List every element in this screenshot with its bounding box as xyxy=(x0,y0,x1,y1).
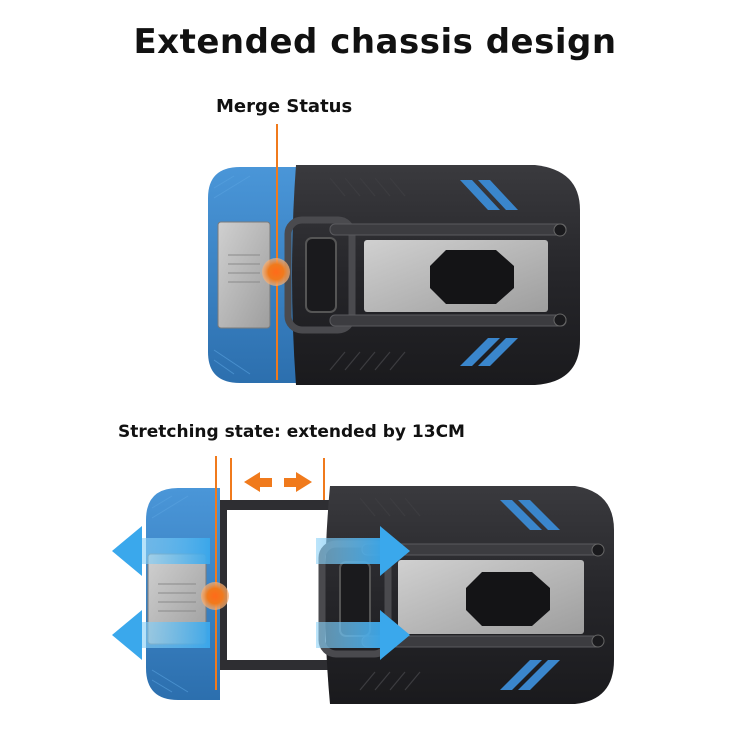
blue-cap-texture-extended xyxy=(151,495,189,693)
orange-arrow-left xyxy=(244,472,272,492)
blue-stripes-top xyxy=(460,180,518,210)
extension-marker-dot xyxy=(201,582,229,610)
merged-chassis xyxy=(208,124,580,385)
blue-stripes-bottom xyxy=(460,338,518,366)
blue-arrow-left-bottom xyxy=(112,610,210,660)
page-title: Extended chassis design xyxy=(133,22,617,62)
blue-arrow-right-top xyxy=(316,526,410,576)
octagon-pad-extended xyxy=(466,572,550,626)
blue-stripes-bottom-extended xyxy=(500,660,560,690)
stretching-state-label: Stretching state: extended by 13CM xyxy=(118,422,465,442)
blue-stripes-top-extended xyxy=(500,500,560,530)
blue-arrow-left-top xyxy=(112,526,210,576)
body-texture xyxy=(329,177,406,371)
stretched-chassis xyxy=(112,456,614,704)
merge-status-label: Merge Status xyxy=(216,96,353,117)
label-plate-lines xyxy=(228,254,260,283)
blue-arrow-right-bottom xyxy=(316,610,410,660)
octagon-pad xyxy=(430,250,514,304)
rails xyxy=(329,223,567,327)
label-plate xyxy=(217,221,271,329)
body-texture-extended xyxy=(359,497,421,691)
blue-cap-texture xyxy=(213,175,251,375)
orange-arrow-right xyxy=(284,472,312,492)
merge-marker-dot xyxy=(262,258,290,286)
